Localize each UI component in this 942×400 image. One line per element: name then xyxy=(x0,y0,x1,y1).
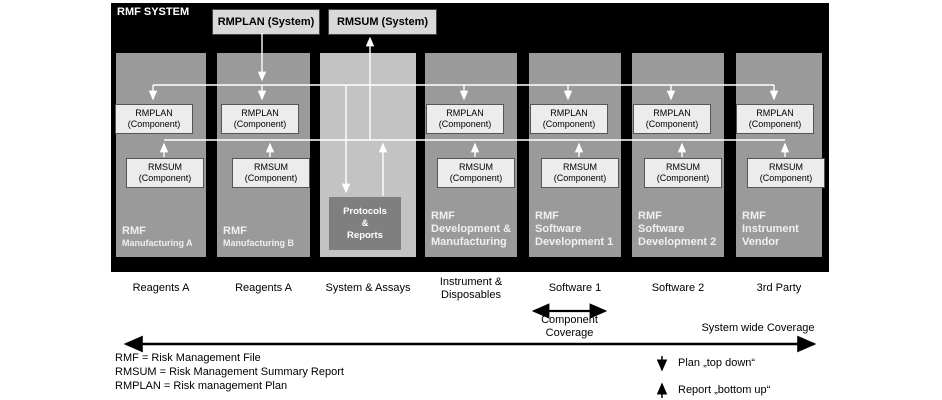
column-footer-software-1: RMF Software Development 1 xyxy=(535,210,613,249)
column-footer-development: RMF Development & Manufacturing xyxy=(431,210,511,249)
rmplan-component-box-manufacturing-b: RMPLAN (Component) xyxy=(221,104,299,134)
legend-report-bottom-up: Report „bottom up“ xyxy=(678,384,771,396)
column-rmf-manufacturing-b xyxy=(217,53,310,257)
rmplan-system-box: RMPLAN (System) xyxy=(212,9,320,35)
column-rmf-software-development-2 xyxy=(632,53,724,257)
legend-rmsum: RMSUM = Risk Management Summary Report xyxy=(115,366,344,378)
column-rmf-manufacturing-a xyxy=(116,53,206,257)
footer-rmf-label: RMF xyxy=(535,210,559,222)
legend-plan-top-down: Plan „top down“ xyxy=(678,357,756,369)
rmsum-component-box-development: RMSUM (Component) xyxy=(437,158,515,188)
footer-name: Development & Manufacturing xyxy=(431,223,512,248)
rmsum-component-box-manufacturing-a: RMSUM (Component) xyxy=(126,158,204,188)
column-rmf-instrument-vendor xyxy=(736,53,822,257)
rmplan-component-box-software-1: RMPLAN (Component) xyxy=(530,104,608,134)
column-label-reagents-a1: Reagents A xyxy=(132,282,190,294)
column-label-software-1: Software 1 xyxy=(548,282,602,294)
column-label-reagents-a2: Reagents A xyxy=(235,282,292,294)
footer-name: Manufacturing A xyxy=(122,238,193,248)
rmplan-component-box-manufacturing-a: RMPLAN (Component) xyxy=(115,104,193,134)
system-wide-coverage-label: System wide Coverage xyxy=(701,322,815,334)
component-coverage-label: Component Coverage xyxy=(541,314,598,339)
rmplan-component-box-development: RMPLAN (Component) xyxy=(426,104,504,134)
footer-rmf-label: RMF xyxy=(122,225,146,237)
column-label-3rd-party: 3rd Party xyxy=(756,282,802,294)
column-rmf-development-manufacturing xyxy=(425,53,517,257)
rmsum-component-box-manufacturing-b: RMSUM (Component) xyxy=(232,158,310,188)
column-rmf-software-development-1 xyxy=(529,53,621,257)
footer-name: Software Development 1 xyxy=(535,223,614,248)
rmsum-component-box-software-1: RMSUM (Component) xyxy=(541,158,619,188)
footer-rmf-label: RMF xyxy=(742,210,766,222)
legend-rmplan: RMPLAN = Risk management Plan xyxy=(115,380,288,392)
rmplan-component-box-vendor: RMPLAN (Component) xyxy=(736,104,814,134)
column-label-instrument-disposables: Instrument & Disposables xyxy=(439,276,503,301)
footer-rmf-label: RMF xyxy=(431,210,455,222)
column-footer-software-2: RMF Software Development 2 xyxy=(638,210,716,249)
column-label-software-2: Software 2 xyxy=(651,282,705,294)
footer-name: Software Development 2 xyxy=(638,223,717,248)
column-footer-manufacturing-a: RMF Manufacturing A xyxy=(122,225,193,249)
footer-rmf-label: RMF xyxy=(223,225,247,237)
footer-name: Instrument Vendor xyxy=(742,223,799,248)
rmsum-component-box-vendor: RMSUM (Component) xyxy=(747,158,825,188)
legend-rmf: RMF = Risk Management File xyxy=(115,352,261,364)
column-footer-vendor: RMF Instrument Vendor xyxy=(742,210,799,249)
protocols-reports-box: Protocols & Reports xyxy=(329,197,401,250)
rmplan-component-box-software-2: RMPLAN (Component) xyxy=(633,104,711,134)
rmsum-system-box: RMSUM (System) xyxy=(328,9,437,35)
rmsum-component-box-software-2: RMSUM (Component) xyxy=(644,158,722,188)
column-footer-manufacturing-b: RMF Manufacturing B xyxy=(223,225,294,249)
footer-name: Manufacturing B xyxy=(223,238,294,248)
diagram-title: RMF SYSTEM xyxy=(117,6,190,18)
footer-rmf-label: RMF xyxy=(638,210,662,222)
column-label-system-assays: System & Assays xyxy=(325,282,411,294)
